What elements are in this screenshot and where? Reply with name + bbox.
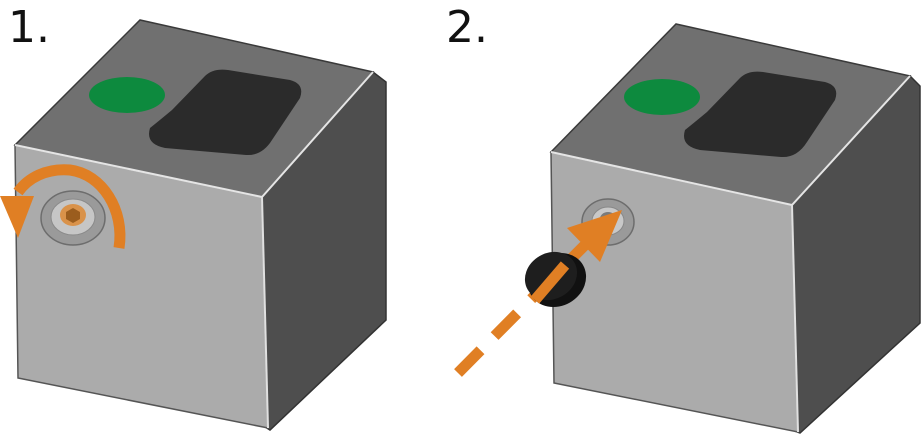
rotate-arrow-icon (0, 164, 126, 249)
step-2-label: 2. (446, 2, 488, 53)
step-2-illustration (454, 23, 921, 434)
status-led (89, 77, 165, 113)
step-1-label: 1. (8, 2, 50, 53)
status-led (624, 79, 700, 115)
screw (40, 190, 106, 246)
display-window (684, 71, 837, 158)
step-1-illustration (0, 19, 387, 431)
display-window (149, 69, 302, 156)
